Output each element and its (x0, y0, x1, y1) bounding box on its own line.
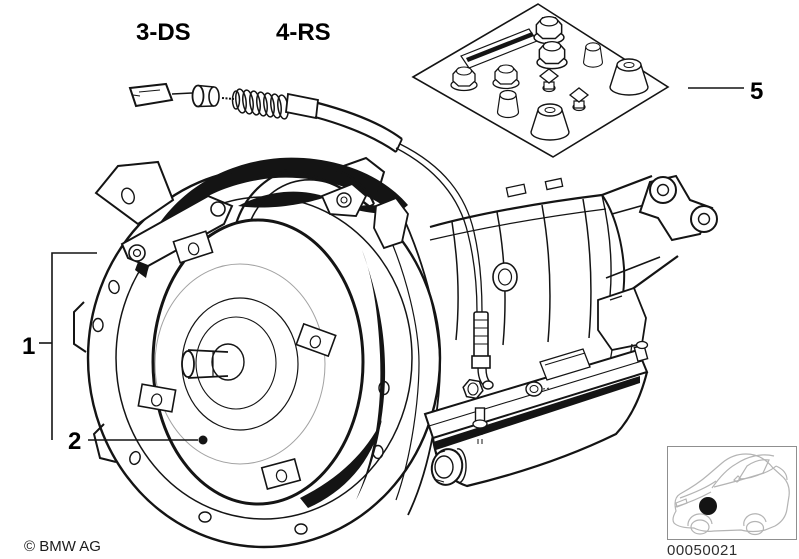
diagram-code: 00050021 (667, 542, 738, 559)
kickdown-cable (128, 82, 494, 390)
rubber-plug (609, 58, 649, 96)
callout-3ds-label[interactable]: 3-DS (136, 19, 191, 46)
cap-plug (583, 42, 603, 68)
flange-nut (492, 64, 520, 90)
callout-2-label[interactable]: 2 (68, 428, 81, 455)
bell-housing (73, 156, 442, 549)
torque-converter (137, 218, 365, 506)
part-location-dot-icon (699, 497, 717, 515)
flange-nut (533, 16, 565, 45)
callout-1-bracket (51, 252, 97, 440)
square-bolt (538, 68, 560, 93)
car-icon (672, 453, 790, 536)
callout-5-label[interactable]: 5 (750, 78, 763, 105)
square-bolt (568, 87, 590, 112)
cap-plug (496, 89, 520, 119)
oil-pan (423, 340, 649, 488)
callout-4rs-label[interactable]: 4-RS (276, 19, 331, 46)
callout-1-label[interactable]: 1 (22, 333, 35, 360)
thumbnail-frame (667, 446, 797, 540)
flange-nut (450, 66, 478, 92)
callout-2-dot (198, 435, 208, 445)
rubber-plug (530, 103, 570, 141)
id-plate (539, 348, 591, 381)
fastener-kit-box (411, 3, 670, 158)
car-location-thumbnail (667, 446, 797, 540)
callout-leaders (39, 87, 744, 445)
gearbox-case (429, 177, 626, 346)
flange-nut (536, 41, 568, 70)
extension-housing (597, 174, 718, 363)
copyright-text: © BMW AG (24, 538, 101, 555)
